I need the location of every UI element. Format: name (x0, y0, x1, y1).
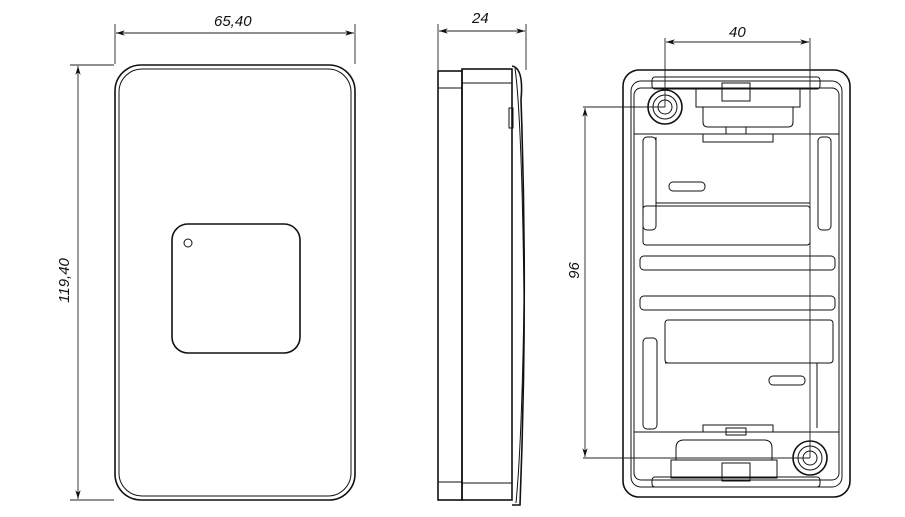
hole-spacing-horizontal-label: 40 (729, 24, 746, 41)
depth-dimension-label: 24 (472, 10, 489, 27)
width-dimension-label: 65,40 (214, 13, 252, 30)
touch-button (171, 223, 301, 354)
side-view (437, 24, 527, 506)
led-indicator (183, 238, 193, 248)
front-view (70, 24, 356, 501)
height-dimension-label: 119,40 (55, 258, 73, 303)
hole-spacing-vertical-label: 96 (565, 262, 583, 279)
back-view (582, 38, 851, 498)
